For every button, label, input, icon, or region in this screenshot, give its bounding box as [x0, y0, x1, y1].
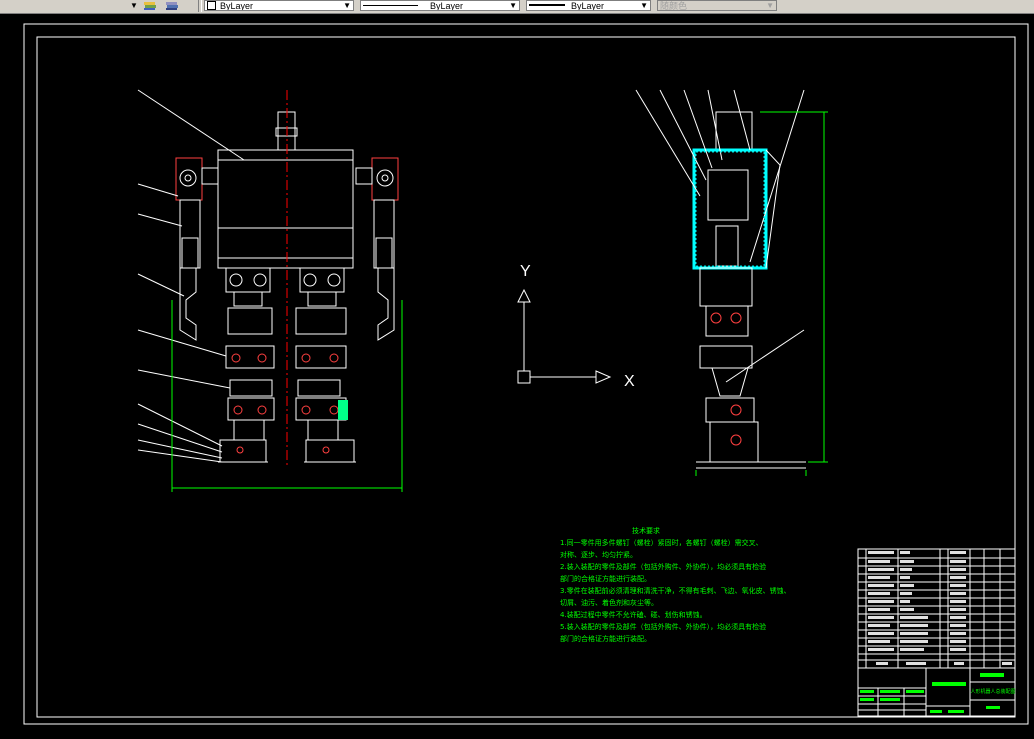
toolbar-separator	[198, 0, 202, 12]
chevron-down-icon: ▼	[509, 1, 517, 10]
lineweight-sample-icon	[529, 4, 565, 6]
highlight-block	[338, 400, 348, 420]
line-sample-icon	[363, 5, 418, 6]
layer-previous-icon[interactable]	[165, 0, 179, 11]
tech-notes: 技术要求 1.同一零件用多件螺钉（螺栓）紧固时，各螺钉（螺栓）需交叉、 对称、逐…	[560, 526, 791, 643]
tech-note-line: 切屑、油污、着色剂和灰尘等。	[560, 598, 658, 607]
chevron-down-icon[interactable]: ▼	[130, 1, 138, 10]
chevron-down-icon: ▼	[640, 1, 648, 10]
ucs-x-label: X	[624, 373, 635, 390]
front-view	[137, 89, 403, 492]
title-block-drawing-name: 人形机器人总装配图	[970, 688, 1015, 695]
drawing-svg: Y X 技术要求 1.同一零件用多件螺	[23, 23, 1029, 725]
parts-list-text-marks	[868, 551, 1012, 665]
title-block-text-marks	[860, 673, 1004, 713]
side-servo-highlights	[710, 312, 742, 446]
tech-note-line: 2.装入装配的零件及部件（包括外购件、外协件），均必须具有检验	[560, 562, 766, 571]
ucs-y-label: Y	[520, 263, 531, 280]
color-combo[interactable]: ByLayer ▼	[204, 0, 354, 11]
plotstyle-combo: 随颜色 ▼	[657, 0, 777, 11]
tech-note-line: 部门的合格证方能进行装配。	[560, 634, 651, 643]
layer-states-icon[interactable]	[143, 0, 157, 11]
tech-note-line: 4.装配过程中零件不允许磕、碰、划伤和锈蚀。	[560, 610, 707, 619]
side-view	[635, 89, 828, 476]
lineweight-combo-value: ByLayer	[571, 1, 605, 11]
tech-notes-title: 技术要求	[632, 526, 660, 535]
outer-frame	[23, 23, 1029, 725]
tech-note-line: 部门的合格证方能进行装配。	[560, 574, 651, 583]
drawing-canvas[interactable]: Y X 技术要求 1.同一零件用多件螺	[0, 14, 1034, 739]
lineweight-combo[interactable]: ByLayer ▼	[526, 0, 651, 11]
properties-toolbar: ▼ ByLayer ▼ ByLayer ▼ ByLayer ▼ 随颜色 ▼	[0, 0, 1034, 14]
color-combo-value: ByLayer	[220, 1, 254, 11]
tech-note-line: 对称、逐步、均匀拧紧。	[560, 550, 637, 559]
parts-list	[857, 548, 1016, 669]
linetype-combo[interactable]: ByLayer ▼	[360, 0, 520, 11]
tech-note-line: 5.装入装配的零件及部件（包括外购件、外协件），均必须具有检验	[560, 622, 766, 631]
chevron-down-icon: ▼	[766, 1, 774, 10]
plotstyle-combo-value: 随颜色	[660, 1, 688, 11]
ucs-icon	[517, 288, 612, 384]
chevron-down-icon: ▼	[343, 1, 351, 10]
title-block	[857, 667, 1016, 717]
color-swatch-icon	[207, 1, 216, 10]
inner-frame	[36, 36, 1016, 718]
side-hatch	[695, 151, 765, 267]
linetype-combo-value: ByLayer	[430, 1, 464, 11]
tech-note-line: 3.零件在装配前必须清理和清洗干净，不得有毛刺、飞边、氧化皮、锈蚀、	[560, 586, 791, 595]
tech-note-line: 1.同一零件用多件螺钉（螺栓）紧固时，各螺钉（螺栓）需交叉、	[560, 538, 763, 547]
front-servo-highlights	[231, 353, 339, 454]
